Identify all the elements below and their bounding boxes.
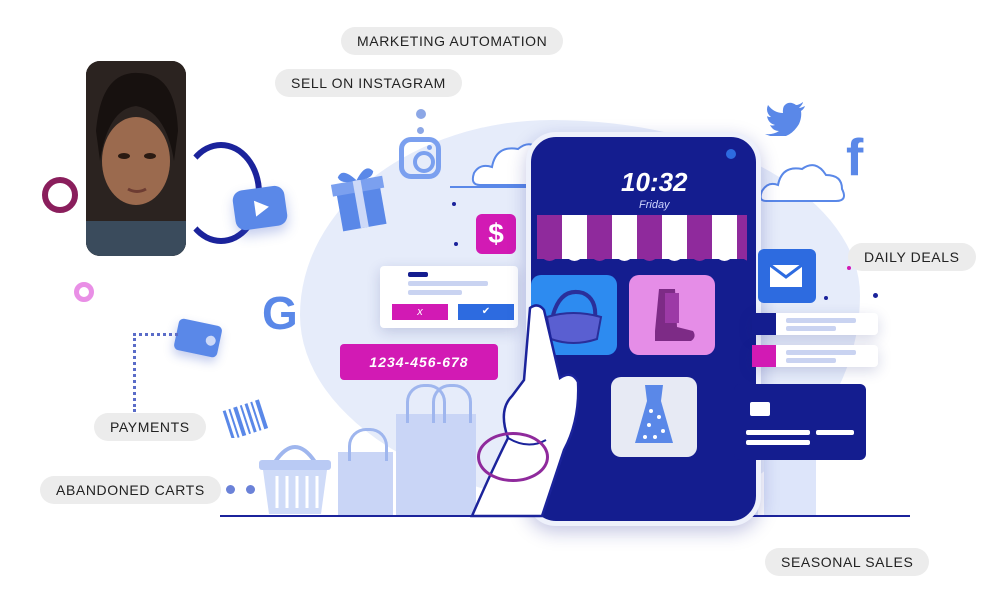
decor-dot: [873, 293, 878, 298]
phone-number-field: 1234-456-678: [340, 344, 498, 380]
building: [764, 452, 816, 515]
facebook-icon: f: [846, 129, 864, 187]
label-sell-on-instagram: SELL ON INSTAGRAM: [275, 69, 462, 97]
youtube-icon: [231, 184, 289, 232]
confirm-button[interactable]: ✔: [458, 304, 514, 320]
decor-dot: [452, 202, 456, 206]
list-item: [752, 313, 878, 335]
decor-dot: [226, 485, 235, 494]
form-line: [408, 272, 428, 277]
shopping-bag-large: [396, 384, 476, 516]
product-tile-boot[interactable]: [629, 275, 715, 355]
decor-dot: [454, 242, 458, 246]
label-payments: PAYMENTS: [94, 413, 206, 441]
decor-dot: [847, 266, 851, 270]
label-seasonal-sales: SEASONAL SALES: [765, 548, 930, 576]
form-line: [408, 290, 462, 295]
form-card: x ✔: [380, 266, 518, 328]
barcode-icon: [222, 398, 272, 443]
twitter-icon: [765, 102, 807, 141]
camera-icon: [726, 149, 736, 159]
basket-icon: [255, 438, 335, 523]
wallet-icon: [173, 317, 223, 359]
decor-ring-pink: [74, 282, 94, 302]
decor-ring-purple: [477, 432, 549, 482]
decor-dot: [246, 485, 255, 494]
decor-dot: [416, 109, 426, 119]
mail-icon: [758, 249, 816, 303]
instagram-icon: [399, 137, 441, 179]
list-item-marker: [752, 313, 776, 335]
decor-dot: [417, 127, 424, 134]
dotted-path: [133, 333, 178, 412]
phone-device: 10:32 Friday: [526, 132, 761, 526]
google-icon: G: [262, 287, 298, 339]
gift-icon: [330, 160, 390, 245]
decor-dot: [824, 296, 828, 300]
cloud-right: [758, 155, 848, 210]
label-marketing-automation: MARKETING AUTOMATION: [341, 27, 564, 55]
label-daily-deals: DAILY DEALS: [848, 243, 976, 271]
credit-card: [734, 384, 866, 460]
clock-time: 10:32: [621, 167, 688, 197]
cancel-button[interactable]: x: [392, 304, 448, 320]
dollar-badge: $: [476, 214, 516, 254]
decor-ring-maroon: [42, 177, 78, 213]
clock-day: Friday: [639, 199, 670, 211]
card-chip: [750, 402, 770, 416]
store-awning: [537, 215, 747, 271]
product-tile-dress[interactable]: [611, 377, 697, 457]
avatar: [86, 61, 186, 256]
pointing-hand: [468, 300, 598, 525]
form-line: [408, 281, 488, 286]
shopping-bag-small: [338, 428, 393, 516]
horizon-line: [450, 186, 580, 188]
list-item: [752, 345, 878, 367]
list-item-marker: [752, 345, 776, 367]
label-abandoned-carts: ABANDONED CARTS: [40, 476, 221, 504]
dollar-icon: $: [488, 218, 504, 249]
